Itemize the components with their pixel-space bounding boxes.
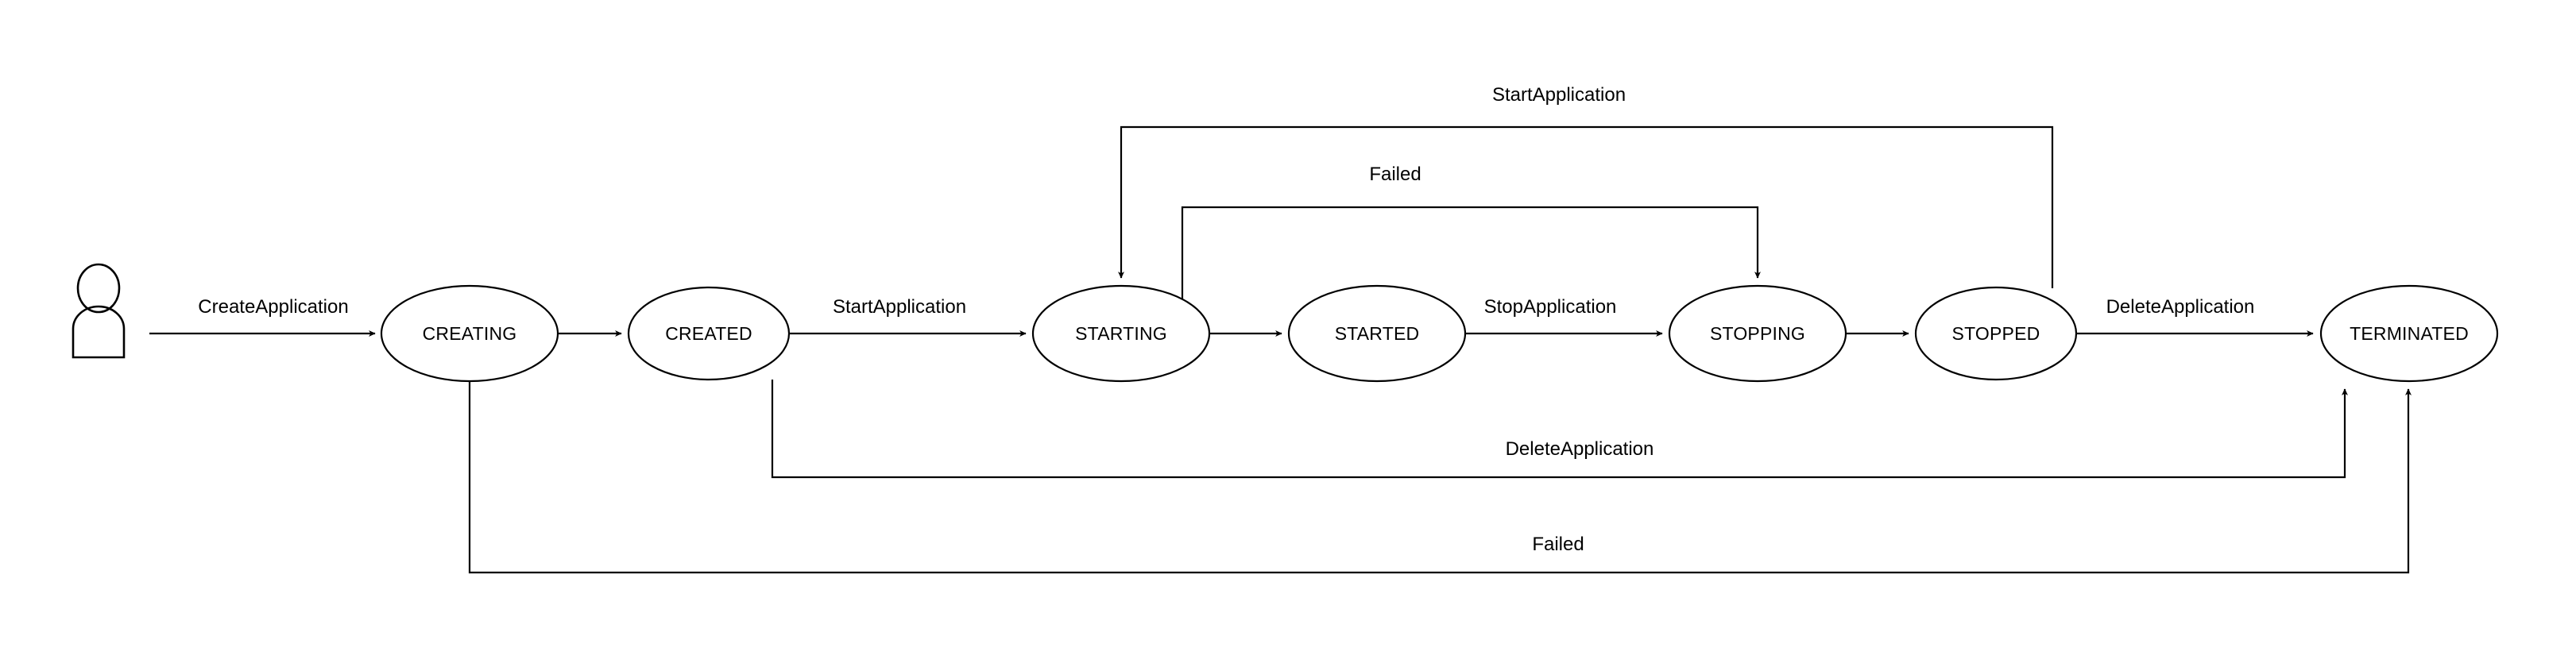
- transition-starting-to-stopping-failed: [1181, 206, 1761, 299]
- transition-label-delete-application-created: DeleteApplication: [1506, 438, 1654, 460]
- state-ellipse-creating[interactable]: [380, 284, 559, 383]
- transition-labels-layer: CreateApplication StartApplication StopA…: [198, 84, 2254, 555]
- transition-label-create-application: CreateApplication: [198, 296, 348, 318]
- state-label-started: STARTED: [1335, 323, 1420, 344]
- state-ellipse-stopping[interactable]: [1668, 284, 1847, 383]
- states-layer: CREATING CREATED STARTING STARTED STOPPI…: [380, 284, 2499, 383]
- transition-label-failed-starting: Failed: [1369, 164, 1421, 185]
- state-node-creating[interactable]: CREATING: [380, 284, 559, 383]
- transition-creating-to-terminated-failed: [468, 381, 2412, 574]
- actor-head-icon: [76, 263, 121, 314]
- state-node-stopping[interactable]: STOPPING: [1668, 284, 1847, 383]
- state-node-starting[interactable]: STARTING: [1031, 284, 1211, 383]
- transition-label-start-application: StartApplication: [833, 296, 966, 318]
- transition-label-delete-application: DeleteApplication: [2106, 296, 2255, 318]
- state-ellipse-terminated[interactable]: [2319, 284, 2499, 383]
- state-node-started[interactable]: STARTED: [1287, 284, 1467, 383]
- transition-created-to-terminated-delete: [771, 380, 2348, 479]
- state-ellipse-stopped[interactable]: [1914, 286, 2078, 381]
- transition-label-failed-creating: Failed: [1532, 534, 1584, 555]
- transition-stopped-to-starting: [1118, 125, 2054, 288]
- actor-figure: [72, 263, 126, 359]
- transition-label-stop-application: StopApplication: [1484, 296, 1617, 318]
- transitions-layer: [149, 125, 2412, 574]
- state-label-created: CREATED: [665, 323, 752, 344]
- state-ellipse-created[interactable]: [627, 286, 791, 381]
- state-ellipse-starting[interactable]: [1031, 284, 1211, 383]
- state-label-starting: STARTING: [1075, 323, 1167, 344]
- state-node-stopped[interactable]: STOPPED: [1914, 286, 2078, 381]
- transition-label-start-application-restart: StartApplication: [1492, 84, 1626, 106]
- state-node-created[interactable]: CREATED: [627, 286, 791, 381]
- state-ellipse-started[interactable]: [1287, 284, 1467, 383]
- state-label-stopping: STOPPING: [1710, 323, 1805, 344]
- state-node-terminated[interactable]: TERMINATED: [2319, 284, 2499, 383]
- state-label-terminated: TERMINATED: [2350, 323, 2469, 344]
- state-label-creating: CREATING: [423, 323, 517, 344]
- actor-body-icon: [72, 305, 126, 359]
- state-label-stopped: STOPPED: [1952, 323, 2040, 344]
